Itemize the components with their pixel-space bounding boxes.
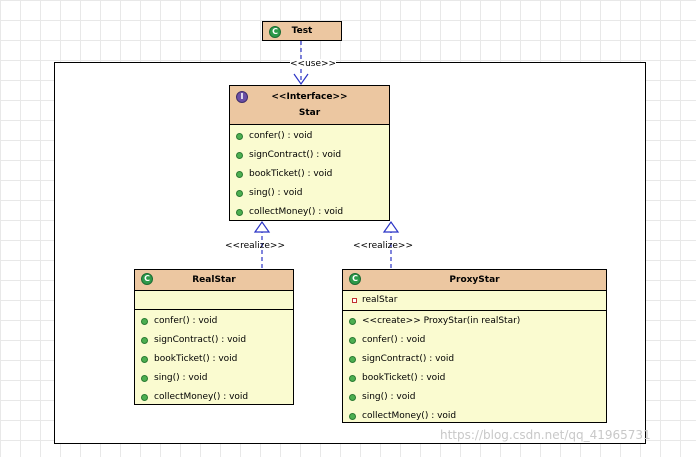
class-name: Test [291,26,313,36]
fields-compartment: realStar [343,291,606,311]
method-label: <<create>> ProxyStar(in realStar) [362,316,521,326]
class-name: ProxyStar [449,275,500,285]
class-icon: C [141,273,153,285]
method-row[interactable]: bookTicket() : void [230,165,389,184]
class-icon: C [269,26,281,38]
field-row[interactable]: realStar [343,291,606,310]
method-label: bookTicket() : void [249,169,333,179]
method-label: confer() : void [249,131,313,141]
method-label: bookTicket() : void [154,354,238,364]
method-row[interactable]: collectMoney() : void [343,407,606,426]
public-method-icon [349,337,356,344]
method-label: collectMoney() : void [362,411,457,421]
class-proxystar[interactable]: C ProxyStar realStar <<create>> ProxySta… [342,269,607,423]
method-row[interactable]: collectMoney() : void [135,388,293,407]
field-label: realStar [362,295,398,305]
method-row[interactable]: bookTicket() : void [343,369,606,388]
watermark: https://blog.csdn.net/qq_41965731 [440,428,651,442]
public-method-icon [349,413,356,420]
public-method-icon [236,171,243,178]
interface-star[interactable]: I <<Interface>> Star confer() : void sign… [229,85,390,221]
method-label: collectMoney() : void [249,207,344,217]
stereotype-label: <<Interface>> [271,92,348,102]
public-method-icon [349,394,356,401]
method-label: signContract() : void [362,354,455,364]
public-method-icon [349,356,356,363]
fields-compartment [135,291,293,310]
interface-name: Star [298,108,321,118]
method-row[interactable]: confer() : void [230,127,389,146]
method-label: sing() : void [249,188,303,198]
private-field-icon [352,298,357,303]
interface-icon: I [236,91,248,103]
method-row[interactable]: sing() : void [343,388,606,407]
method-row[interactable]: sing() : void [135,369,293,388]
method-row[interactable]: confer() : void [135,312,293,331]
method-row[interactable]: collectMoney() : void [230,203,389,222]
method-label: confer() : void [362,335,426,345]
method-label: sing() : void [154,373,208,383]
use-label: <<use>> [290,59,337,69]
methods-compartment: confer() : void signContract() : void book… [230,125,389,222]
class-name: RealStar [192,275,236,285]
class-test[interactable]: C Test [262,21,342,41]
realize-label-left: <<realize>> [225,241,285,251]
realize-label-right: <<realize>> [353,241,413,251]
method-label: collectMoney() : void [154,392,249,402]
public-method-icon [141,375,148,382]
class-realstar[interactable]: C RealStar confer() : void signContract()… [134,269,294,405]
public-method-icon [236,133,243,140]
methods-compartment: <<create>> ProxyStar(in realStar) confer(… [343,311,606,426]
method-label: sing() : void [362,392,416,402]
public-method-icon [141,394,148,401]
public-method-icon [349,318,356,325]
public-method-icon [141,318,148,325]
method-row[interactable]: confer() : void [343,331,606,350]
methods-compartment: confer() : void signContract() : void book… [135,310,293,407]
method-row[interactable]: sing() : void [230,184,389,203]
class-icon: C [349,273,361,285]
method-label: confer() : void [154,316,218,326]
public-method-icon [236,190,243,197]
method-label: bookTicket() : void [362,373,446,383]
method-row[interactable]: signContract() : void [230,146,389,165]
public-method-icon [236,152,243,159]
public-method-icon [236,209,243,216]
public-method-icon [141,337,148,344]
public-method-icon [141,356,148,363]
method-row[interactable]: <<create>> ProxyStar(in realStar) [343,312,606,331]
method-row[interactable]: bookTicket() : void [135,350,293,369]
public-method-icon [349,375,356,382]
method-label: signContract() : void [249,150,342,160]
method-row[interactable]: signContract() : void [135,331,293,350]
method-row[interactable]: signContract() : void [343,350,606,369]
method-label: signContract() : void [154,335,247,345]
